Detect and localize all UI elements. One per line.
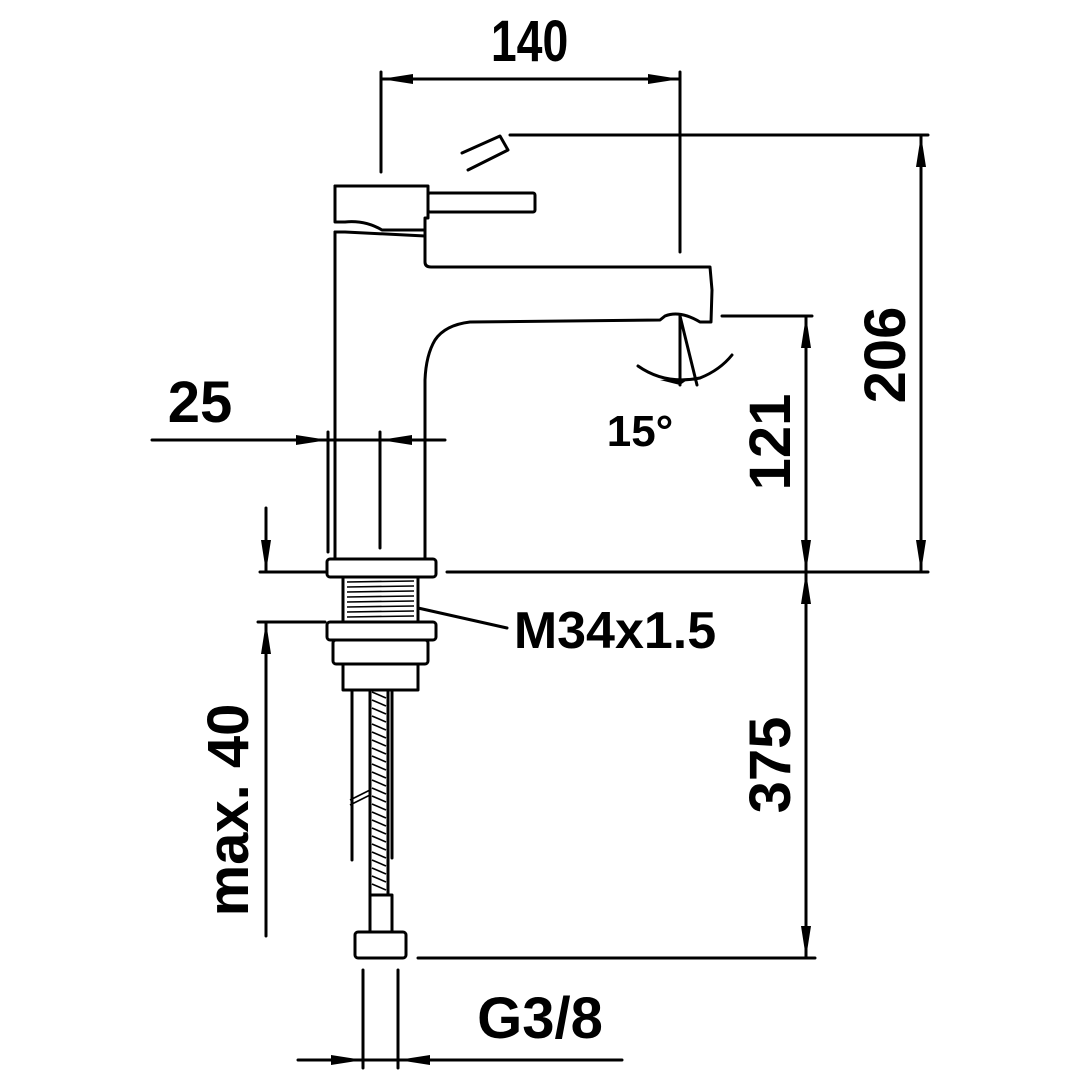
braid-line bbox=[371, 867, 387, 875]
braid-line bbox=[371, 723, 387, 731]
braid-line bbox=[371, 731, 387, 739]
thread-line bbox=[346, 605, 415, 608]
braid-line bbox=[371, 811, 387, 819]
braid-line bbox=[371, 827, 387, 835]
braid-line bbox=[371, 787, 387, 795]
dim-121-label: 121 bbox=[738, 394, 803, 491]
braid-line bbox=[371, 779, 387, 787]
braid-line bbox=[371, 843, 387, 851]
dim-25-label: 25 bbox=[168, 370, 233, 435]
braid-line bbox=[371, 707, 387, 715]
braid-line bbox=[371, 763, 387, 771]
braid-line bbox=[371, 835, 387, 843]
braid-line bbox=[371, 739, 387, 747]
dim-140-label: 140 bbox=[491, 9, 568, 74]
thread-line bbox=[346, 610, 415, 613]
thread-line bbox=[346, 580, 415, 583]
braid-line bbox=[371, 803, 387, 811]
braid-line bbox=[371, 819, 387, 827]
mounting-assembly bbox=[325, 557, 438, 960]
dimension-lines bbox=[150, 70, 930, 1070]
thread-line bbox=[346, 590, 415, 593]
dim-375-label: 375 bbox=[738, 717, 803, 814]
thread-line bbox=[346, 595, 415, 598]
dim-max-40-label: max. 40 bbox=[196, 704, 261, 917]
braid-line bbox=[371, 715, 387, 723]
angle-15-label: 15° bbox=[607, 407, 674, 456]
braid-line bbox=[371, 691, 387, 699]
braid-line bbox=[371, 747, 387, 755]
braid-line bbox=[371, 883, 387, 891]
braid-line bbox=[371, 795, 387, 803]
thread-line bbox=[346, 585, 415, 588]
dim-206-label: 206 bbox=[853, 307, 918, 404]
faucet-outline bbox=[333, 134, 714, 560]
braid-line bbox=[371, 755, 387, 763]
braid-line bbox=[371, 851, 387, 859]
braid-line bbox=[371, 875, 387, 883]
braid-line bbox=[371, 859, 387, 867]
thread-line bbox=[346, 600, 415, 603]
thread-line bbox=[346, 615, 415, 618]
thread-m34-label: M34x1.5 bbox=[514, 602, 716, 660]
braid-line bbox=[371, 771, 387, 779]
braid-line bbox=[371, 699, 387, 707]
connection-g38-label: G3/8 bbox=[477, 986, 603, 1051]
